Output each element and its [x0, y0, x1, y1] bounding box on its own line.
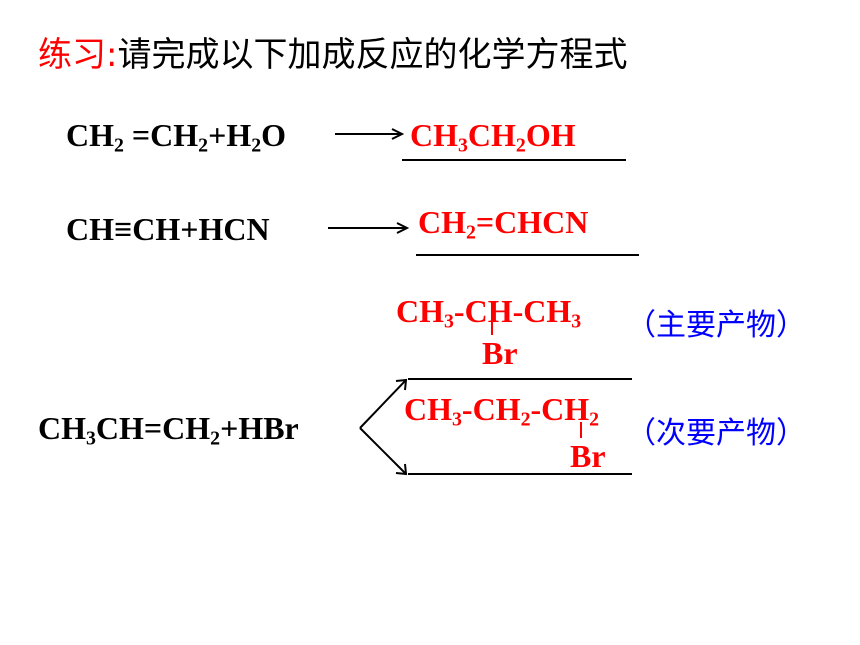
minor-product-note: （次要产物） — [626, 416, 806, 451]
page-title: 练习:请完成以下加成反应的化学方程式 — [38, 34, 627, 76]
major-bond-line — [491, 322, 493, 335]
reaction-1-product: CH3CH2OH — [410, 117, 576, 157]
minor-bond-line — [580, 422, 582, 438]
answer-line-2 — [416, 254, 639, 256]
answer-line-3 — [408, 378, 632, 380]
minor-product: CH3-CH2-CH2 — [404, 391, 600, 431]
major-product-substituent: Br — [482, 335, 518, 371]
major-product-note: （主要产物） — [626, 308, 806, 343]
major-product: CH3-CH-CH3 — [396, 293, 582, 333]
minor-product-substituent: Br — [570, 438, 606, 474]
reaction-1-reactants: CH2 =CH2+H2O — [66, 117, 287, 157]
reaction-3-reactants: CH3CH=CH2+HBr — [38, 410, 299, 450]
exercise-label: 练习: — [38, 35, 118, 75]
reaction-2-reactants: CH≡CH+HCN — [66, 211, 270, 247]
reaction-2-product: CH2=CHCN — [418, 204, 589, 244]
exercise-instruction: 请完成以下加成反应的化学方程式 — [117, 35, 628, 75]
answer-line-1 — [402, 159, 626, 161]
answer-line-4 — [408, 473, 632, 475]
